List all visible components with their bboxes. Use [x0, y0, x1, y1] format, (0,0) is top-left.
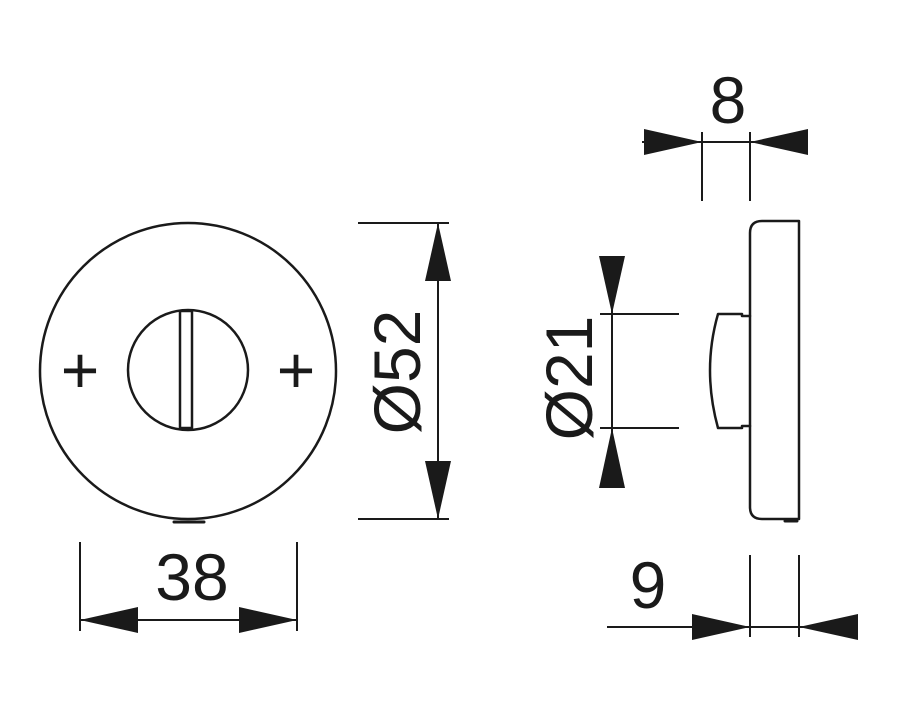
dimension-8: [642, 129, 808, 201]
side-view: [708, 219, 801, 523]
arrowhead-bottom: [599, 428, 625, 488]
arrowhead-left: [80, 607, 138, 633]
turn-knob: [126, 308, 250, 432]
arrowhead-left: [692, 614, 750, 640]
front-view: [38, 221, 338, 524]
dimension-diameter-21-label: Ø21: [532, 316, 606, 441]
screw-hole-right-icon: +: [277, 333, 316, 407]
dimension-diameter-52-label: Ø52: [360, 310, 434, 435]
arrowhead-right: [799, 614, 858, 640]
dimension-9-label: 9: [630, 548, 667, 622]
dimension-9: [607, 555, 858, 640]
arrowhead-left: [644, 129, 702, 155]
dimension-diameter-21: [599, 256, 679, 488]
arrowhead-top: [425, 223, 451, 281]
rose-profile: [748, 219, 801, 521]
arrowhead-right: [239, 607, 297, 633]
dimension-8-label: 8: [710, 63, 747, 137]
dimension-38-label: 38: [155, 540, 228, 614]
arrowhead-top: [599, 256, 625, 314]
knob-slot: [178, 309, 194, 430]
screw-hole-left-icon: +: [61, 333, 100, 407]
arrowhead-bottom: [425, 461, 451, 519]
arrowhead-right: [750, 129, 808, 155]
dimension-diameter-52: [358, 222, 451, 520]
knob-profile: [708, 312, 752, 430]
dimension-38: [79, 542, 298, 633]
rose-outline: [38, 221, 338, 521]
